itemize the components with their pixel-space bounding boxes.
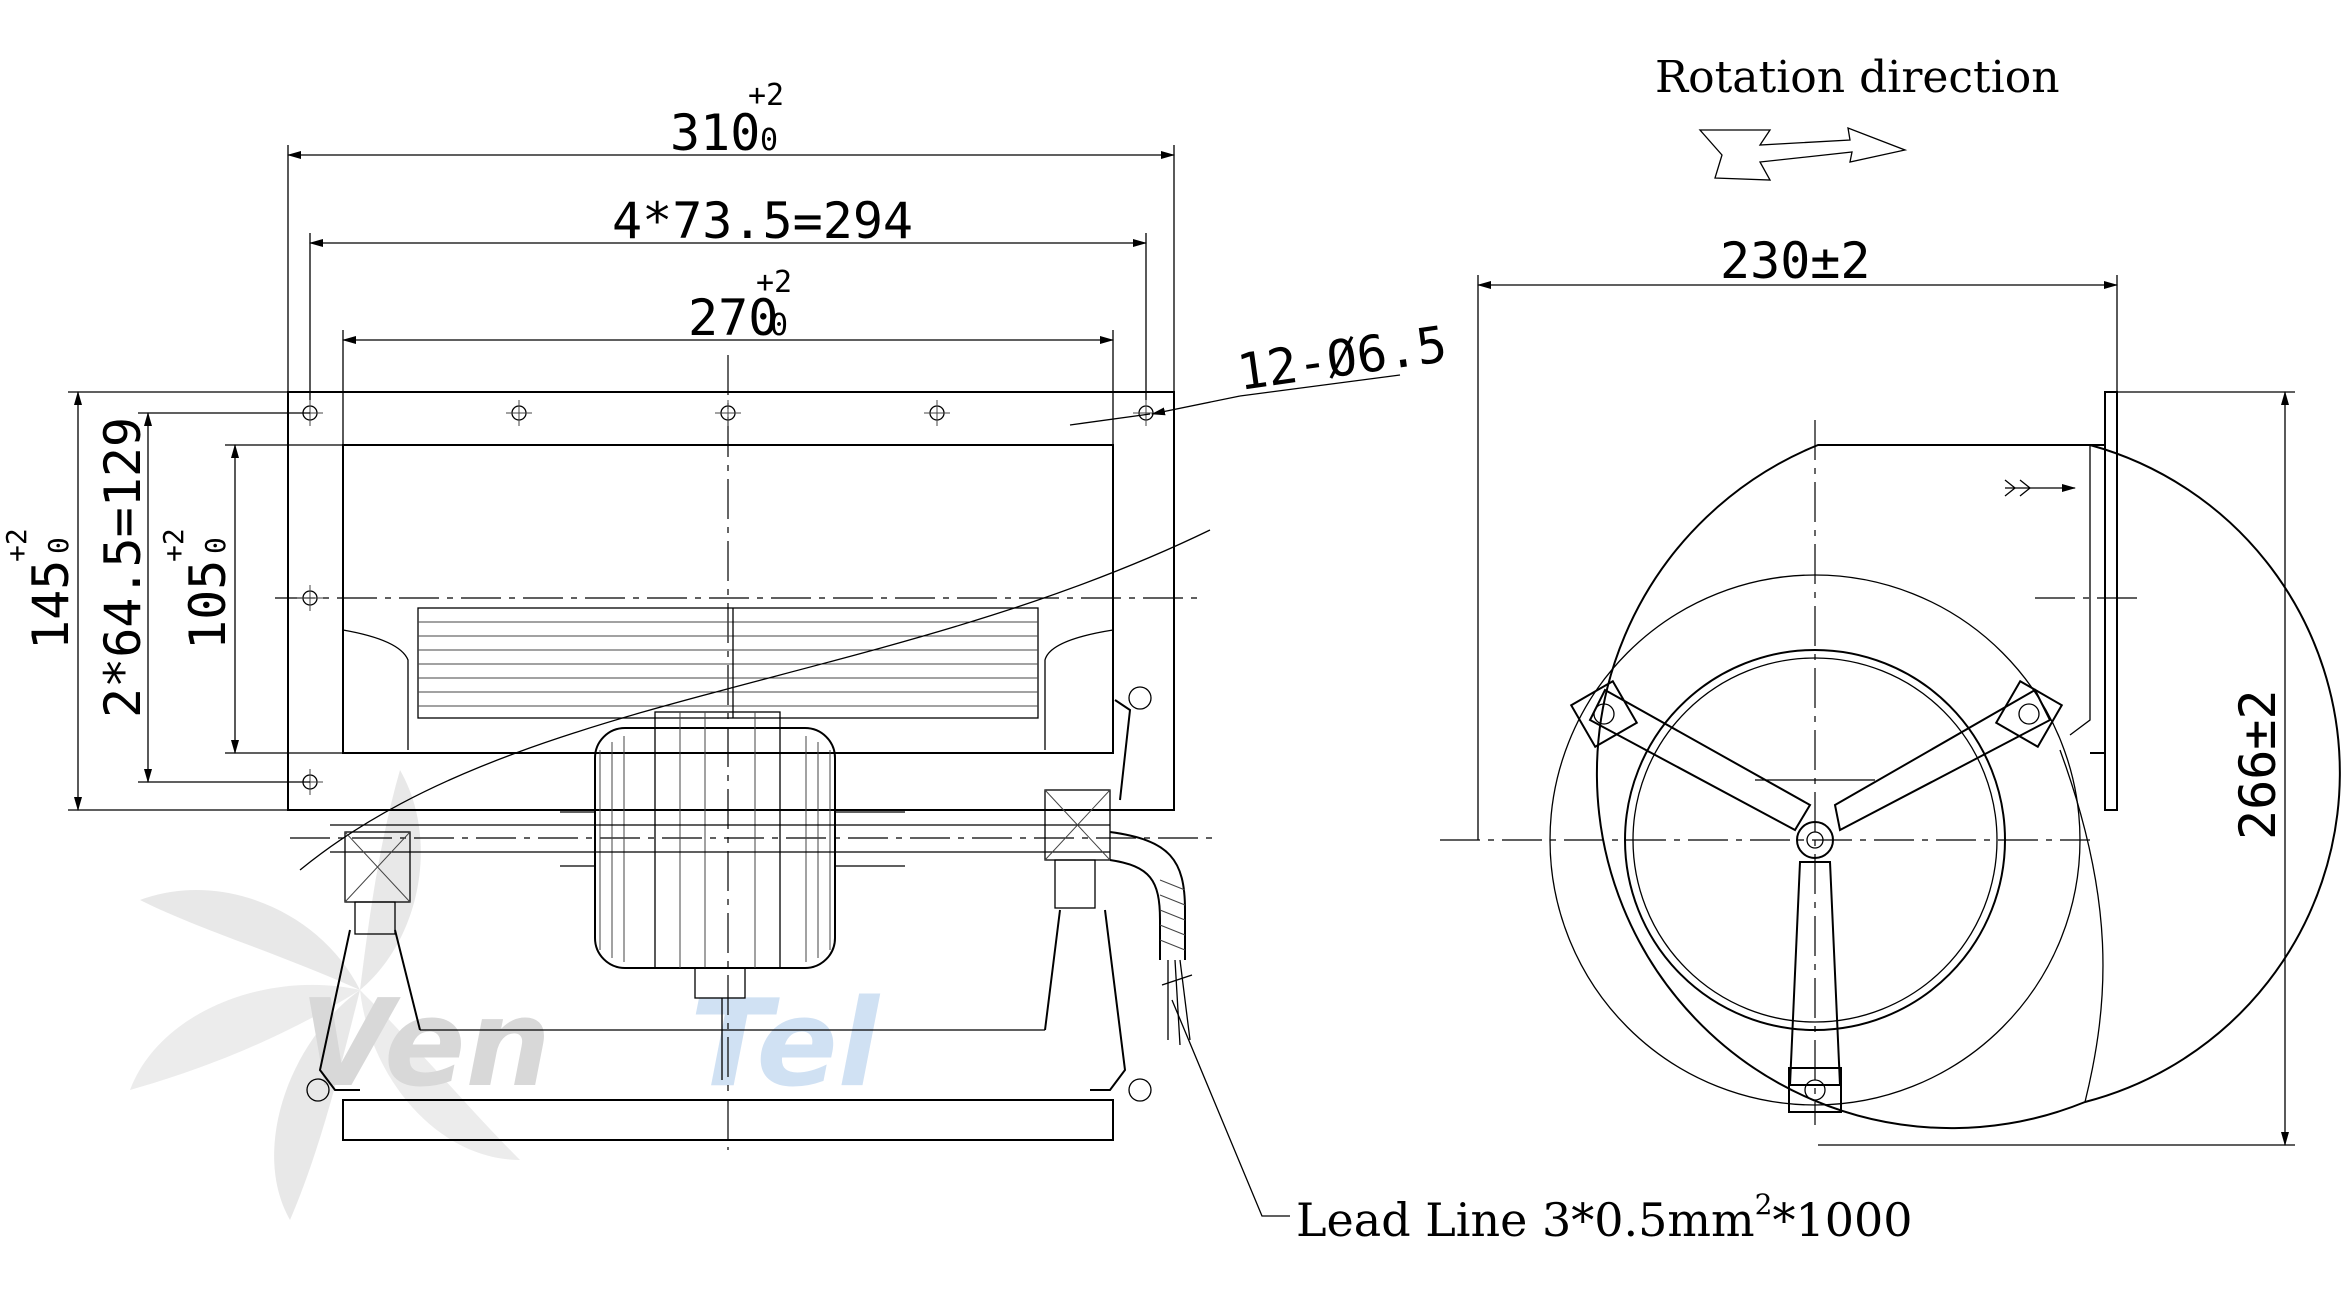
svg-text:105: 105 — [179, 560, 237, 650]
svg-text:0: 0 — [42, 537, 75, 554]
side-dimensions — [1477, 275, 2295, 1146]
dim-flange-height: 145 +2 0 — [0, 528, 80, 650]
watermark-text-dark: Ven — [300, 975, 551, 1114]
dim-inlet-width: 270 +2 0 — [688, 265, 792, 347]
impeller-blades — [342, 607, 1114, 750]
lead-cable — [1109, 831, 1193, 1046]
svg-text:145: 145 — [22, 560, 80, 650]
rotation-arrow-icon — [1698, 126, 1908, 181]
svg-text:0: 0 — [770, 308, 788, 343]
dim-side-width: 230±2 — [1720, 232, 1871, 290]
housing-walls — [306, 686, 1152, 1141]
airflow-arrow-icon — [2004, 479, 2076, 497]
front-view — [275, 355, 1290, 1217]
dim-overall-width: 310 +2 0 — [670, 78, 784, 162]
dim-side-height: 266±2 — [2229, 689, 2287, 840]
front-flange — [287, 391, 1175, 811]
svg-text:+2: +2 — [157, 528, 190, 562]
svg-text:+2: +2 — [748, 78, 784, 113]
motor — [330, 711, 1110, 1080]
bearing-housings — [344, 789, 1111, 935]
motor-bracket — [1569, 679, 2064, 1113]
svg-text:+2: +2 — [756, 265, 792, 300]
svg-text:0: 0 — [760, 123, 778, 158]
rotation-direction-label: Rotation direction — [1655, 52, 2060, 103]
lead-line-leader — [1171, 999, 1290, 1217]
dim-hole-vertical: 2*64.5=129 — [94, 417, 152, 718]
dim-hole-spacing: 4*73.5=294 — [612, 192, 913, 250]
svg-text:310: 310 — [670, 104, 760, 162]
side-flange — [2104, 391, 2118, 811]
dim-holes: 12-Ø6.5 — [1234, 315, 1451, 402]
front-dimensions — [68, 145, 1401, 811]
side-view — [1440, 391, 2341, 1130]
watermark-text-light: Tel — [690, 975, 881, 1114]
lead-line-label: Lead Line 3*0.5mm2*1000 — [1296, 1188, 1913, 1247]
svg-text:+2: +2 — [0, 528, 33, 562]
scroll-housing — [1595, 444, 2341, 1130]
svg-text:270: 270 — [688, 289, 778, 347]
dim-outlet-height: 105 +2 0 — [157, 528, 237, 650]
svg-text:0: 0 — [199, 537, 232, 554]
section-curve — [299, 529, 1211, 871]
